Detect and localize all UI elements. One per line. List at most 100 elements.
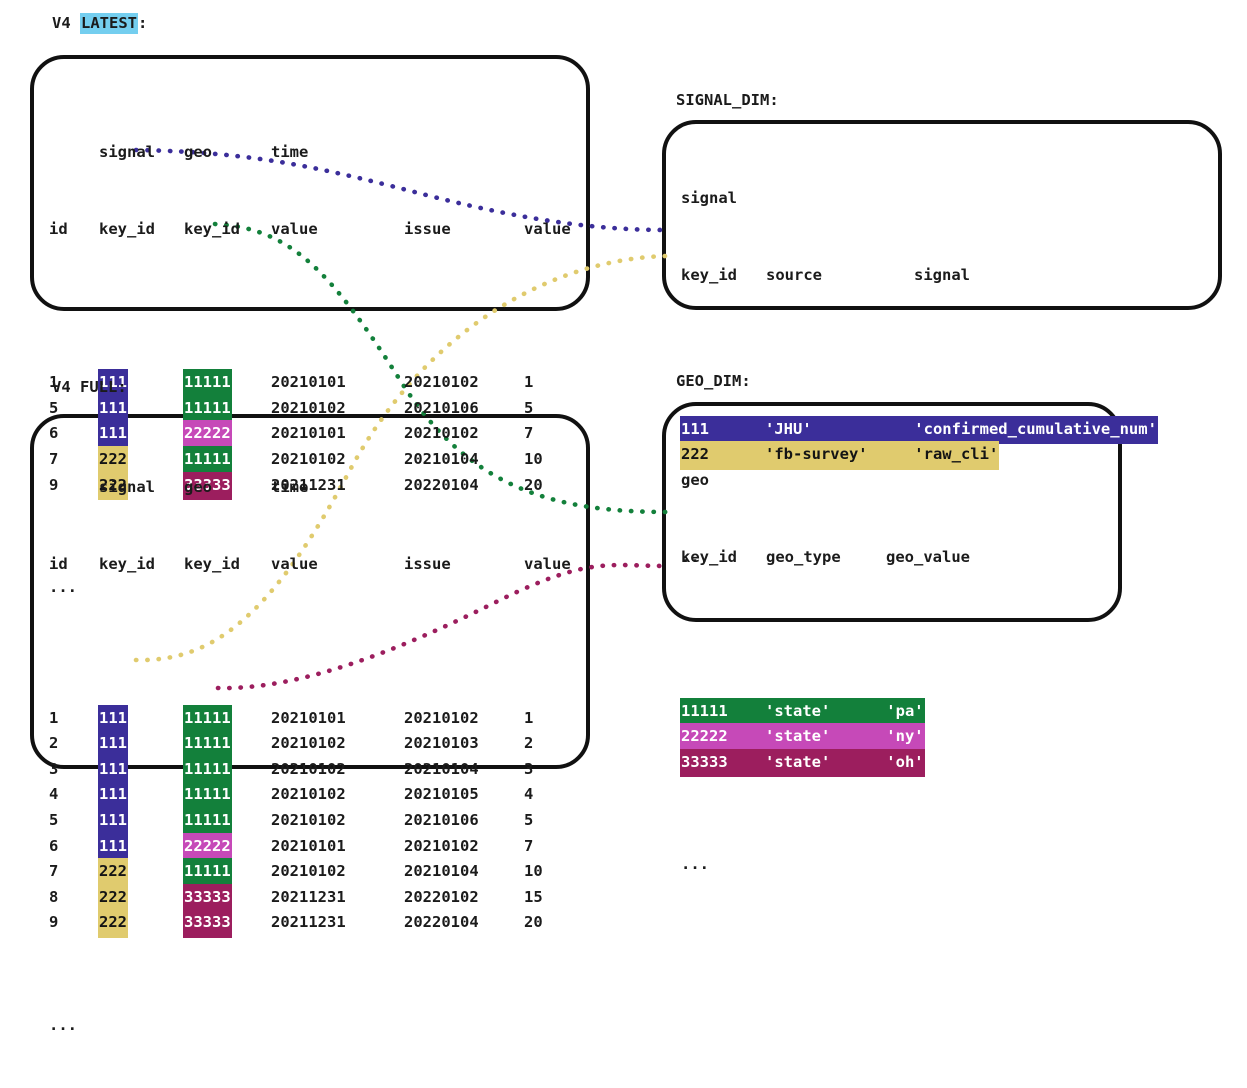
full-ellipsis: ... [49,1015,77,1034]
header-geo: geo [184,142,212,161]
cell-issue: 20210106 [404,810,479,829]
cell-signal-key-id: 222 [98,445,128,475]
header-signal-key: key_id [99,219,155,238]
geo-ellipsis-row: ... [680,851,1120,877]
cell-id: 1 [49,373,59,392]
cell-issue: 20210103 [404,734,479,753]
cell-issue: 20210106 [404,398,479,417]
geo-header-geo-type: geo_type [766,547,841,566]
cell-issue: 20220102 [404,887,479,906]
cell-signal-key-id: 111 [98,781,128,810]
cell-signal-key-id: 111 [98,420,128,449]
cell-value: 4 [524,785,534,804]
latest-caption-prefix: V4 [52,14,80,32]
header-value: value [524,219,571,238]
cell-issue: 20210102 [404,373,479,392]
cell-issue: 20210105 [404,785,479,804]
full-header-signal: signal [99,478,155,497]
cell-geo-key-id: 22222 [183,832,232,862]
cell-geo-key-id: 11111 [183,730,232,759]
cell-value: 3 [524,759,534,778]
cell-id: 9 [49,913,59,932]
cell-time-value: 20210102 [271,785,346,804]
latest-ellipsis: ... [49,577,77,596]
cell-value: 5 [524,810,534,829]
cell-geo-key-id: 11111 [183,858,232,887]
cell-id: 3 [49,759,59,778]
geo-header-row-2: key_id geo_type geo_value [680,544,1120,570]
cell-geo-key-id: 11111 [183,369,232,398]
header-signal: signal [99,142,155,161]
cell-time-value: 20210102 [271,734,346,753]
cell-signal-key-id: 111 [98,755,128,785]
cell-time-value: 20211231 [271,887,346,906]
full-header-signal-key: key_id [99,554,155,573]
cell-id: 6 [49,836,59,855]
cell-signal-key-id: 222 [98,858,128,887]
cell-id: 7 [49,449,59,468]
geo-header-gap [680,621,1120,647]
cell-id: 1 [49,708,59,727]
cell-issue: 20210102 [404,708,479,727]
cell-time-value: 20210101 [271,708,346,727]
cell-id: 4 [49,785,59,804]
geo-dim-row-band: 22222 'state' 'ny' [680,723,925,752]
signal-header-key-id: key_id [681,265,737,284]
full-header-row-2: id key_id key_id value issue value [48,551,588,577]
cell-signal-key-id: 111 [98,369,128,398]
cell-time-value: 20210102 [271,810,346,829]
geo-dim-table: geo key_id geo_type geo_value 11111 'sta… [680,416,1120,877]
signal-ellipsis-row: ... [680,544,1220,570]
geo-header-geo-value: geo_value [886,547,970,566]
full-ellipsis-row: ... [48,1012,588,1038]
table-row: 33333 'state' 'oh' [680,748,1120,778]
full-header-geo: geo [184,478,212,497]
cell-geo-key-id: 11111 [183,394,232,424]
cell-geo-key-id: 33333 [183,883,232,913]
cell-geo-key-id: 11111 [183,755,232,785]
diagram-canvas: V4 LATEST: signal geo time id key_id key… [30,13,1222,1034]
header-time-value: value [271,219,318,238]
signal-header-signal-col: signal [914,265,970,284]
cell-signal-key-id: 222 [98,883,128,913]
full-header-issue: issue [404,554,451,573]
header-id: id [49,219,68,238]
geo-dim-row-band: 11111 'state' 'pa' [680,697,925,727]
signal-header-source: source [766,265,822,284]
cell-time-value: 20210102 [271,862,346,881]
cell-id: 8 [49,887,59,906]
cell-time-value: 20210101 [271,836,346,855]
cell-id: 7 [49,862,59,881]
cell-id: 2 [49,734,59,753]
cell-value: 5 [524,398,534,417]
full-header-time: time [271,478,309,497]
cell-id: 5 [49,810,59,829]
table-header-row-1: signal geo time [48,139,588,165]
cell-signal-key-id: 222 [98,471,128,501]
signal-header-signal: signal [681,189,737,208]
geo-dim-row-band: 33333 'state' 'oh' [680,748,925,778]
geo-header-key-id: key_id [681,547,737,566]
cell-time-value: 20210102 [271,759,346,778]
signal-dim-row-band: 111 'JHU' 'confirmed_cumulative_num' [680,415,1158,445]
signal-dim-table: signal key_id source signal 111 'JHU' 'c… [680,134,1220,569]
full-header-gap [48,628,588,654]
full-header-row-1: signal geo time [48,474,588,500]
latest-caption: V4 LATEST: [52,13,147,34]
table-header-row-2: id key_id key_id value issue value [48,216,588,242]
cell-value: 1 [524,708,534,727]
cell-geo-key-id: 11111 [183,704,232,734]
header-gap [48,292,588,318]
cell-id: 9 [49,475,59,494]
cell-signal-key-id: 111 [98,806,128,836]
cell-geo-key-id: 11111 [183,781,232,810]
